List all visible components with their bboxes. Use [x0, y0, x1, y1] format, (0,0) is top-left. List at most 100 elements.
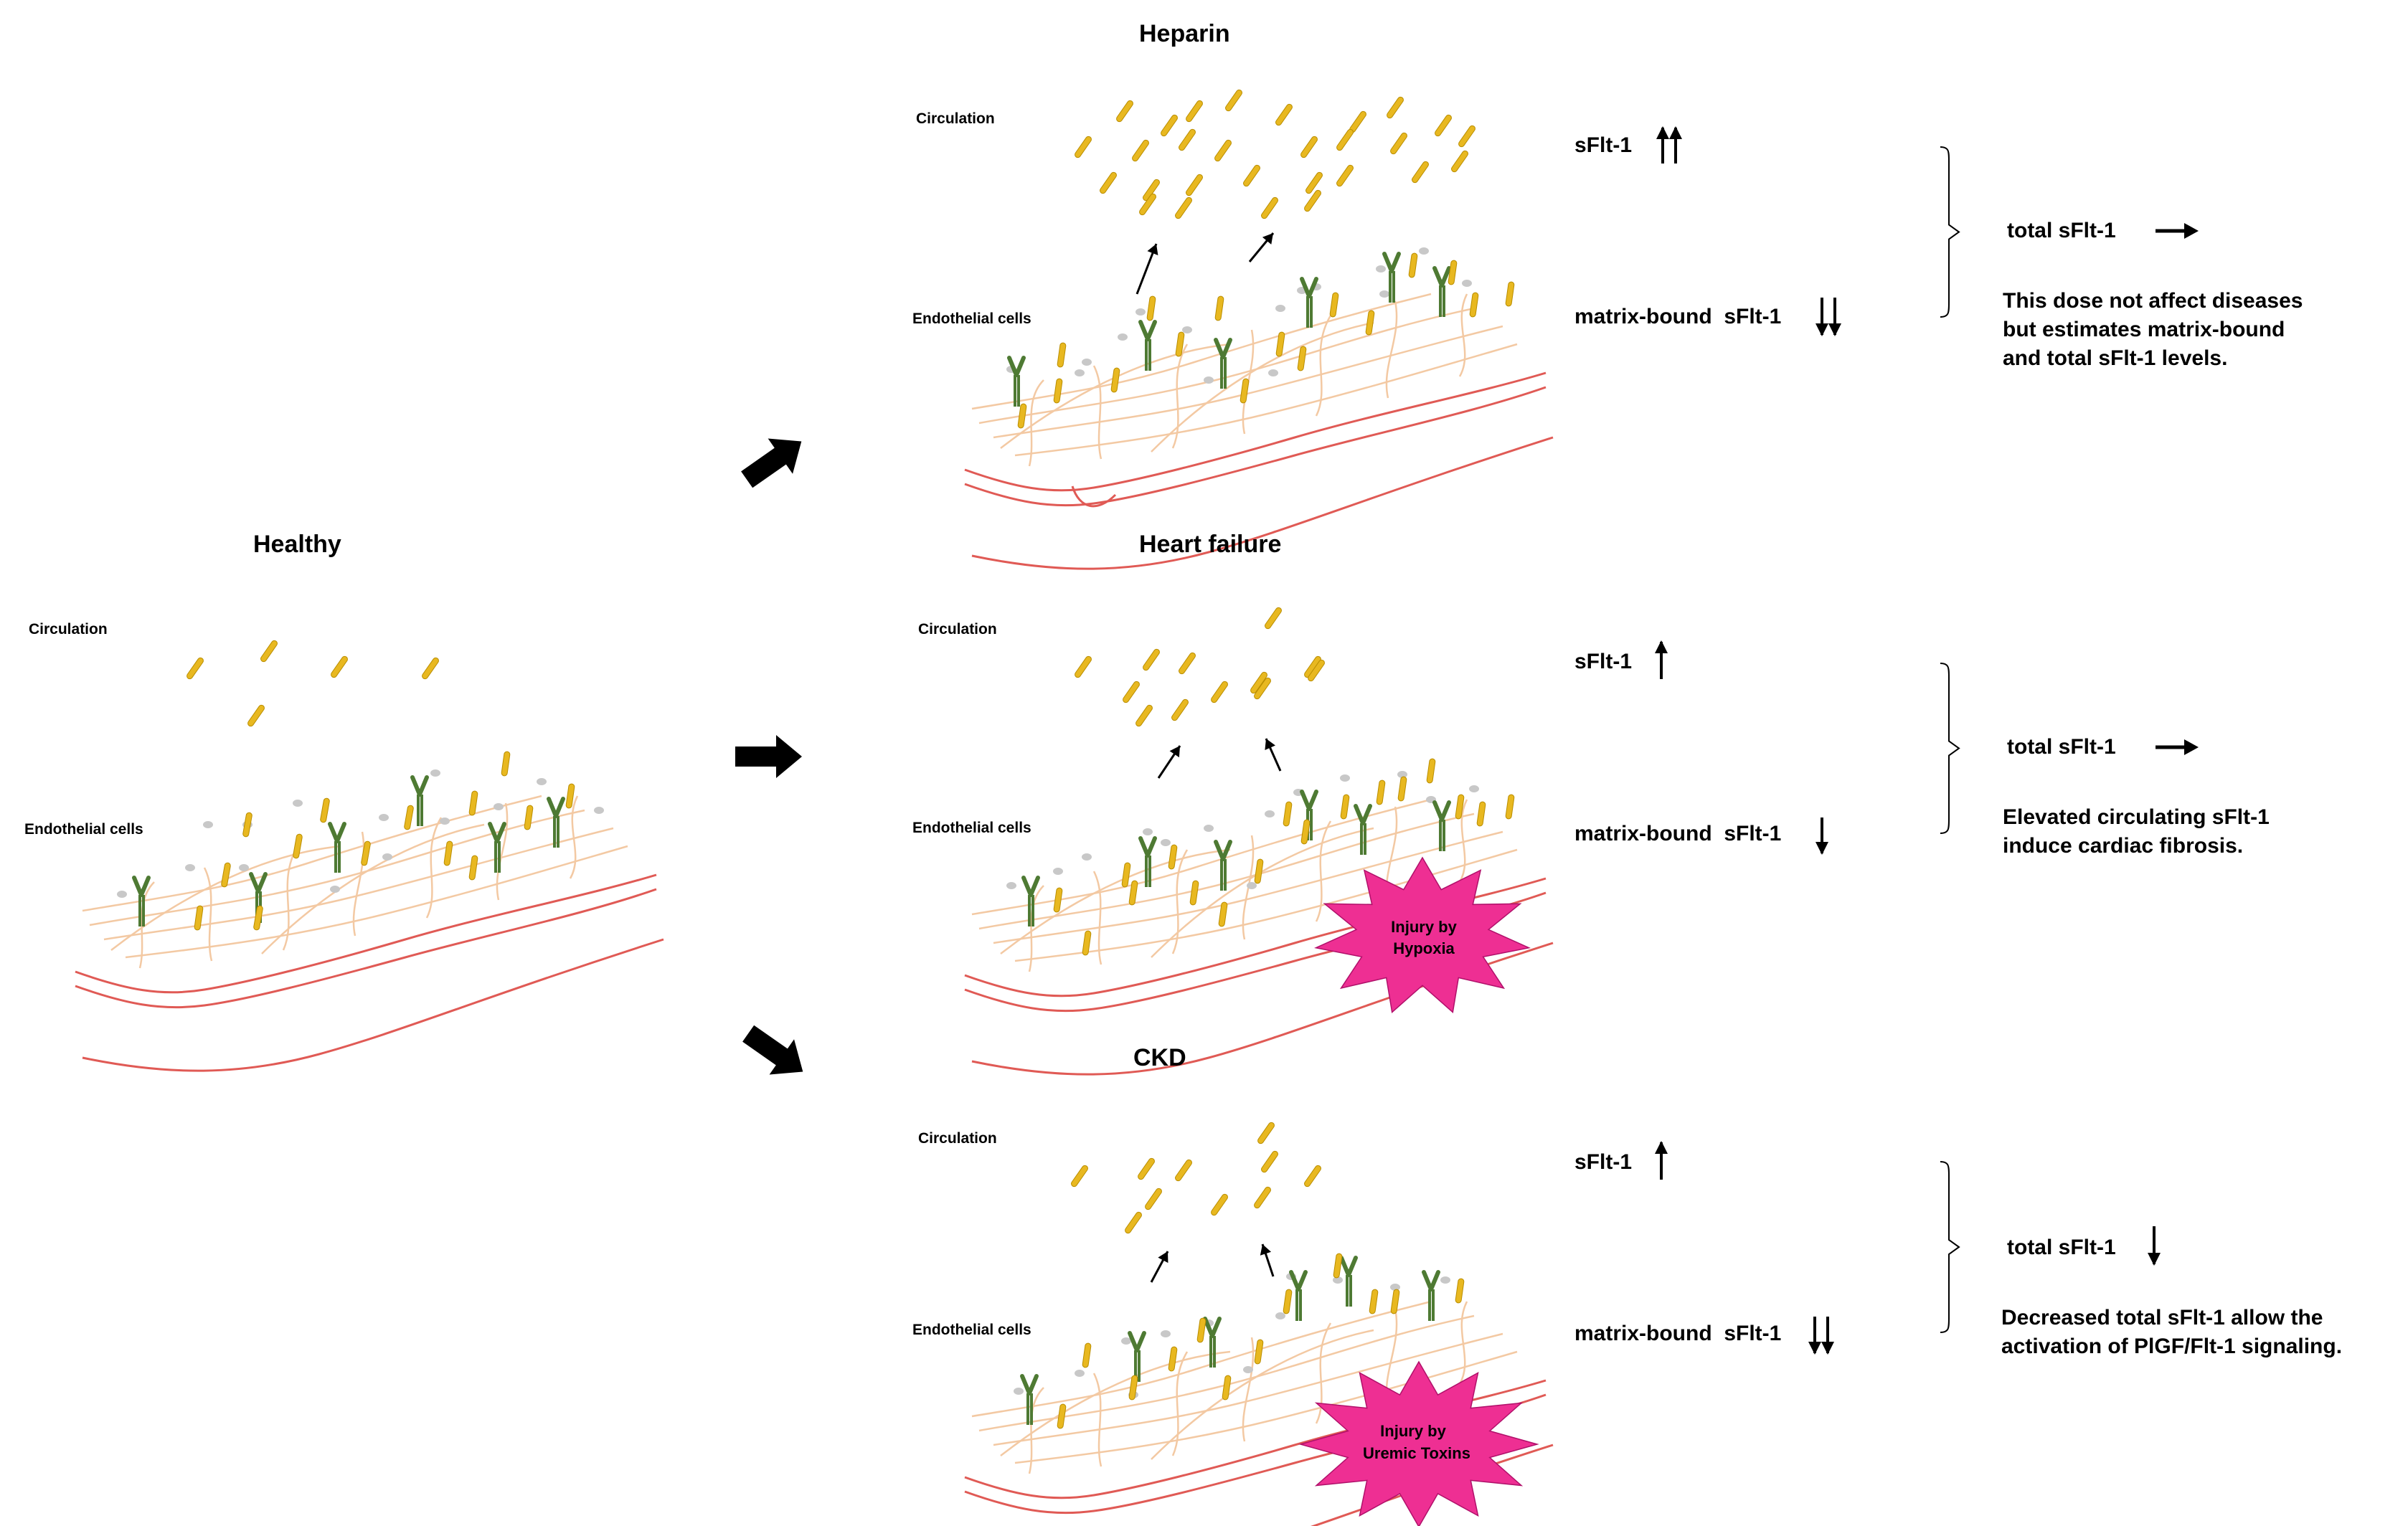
- heparin-note-line: and total sFlt-1 levels.: [2003, 346, 2228, 370]
- sflt1-body: [194, 905, 204, 931]
- sflt1-body: [524, 805, 534, 830]
- sflt1-molecule: [1132, 139, 1149, 162]
- sflt1-body: [1451, 150, 1468, 173]
- matrix-dot: [1204, 376, 1214, 384]
- flt1-receptor: [1432, 266, 1451, 317]
- sflt1-molecule: [1261, 196, 1278, 219]
- receptor-stem: [138, 895, 145, 926]
- sflt1-body: [1211, 1193, 1228, 1216]
- mesh-line: [352, 831, 365, 937]
- heparin-matrix-label: matrix-bound sFlt-1: [1574, 305, 1782, 328]
- sflt1-body: [331, 655, 348, 678]
- hypoxia-injury-label: Hypoxia: [1393, 939, 1455, 957]
- flt1-receptor: [410, 775, 429, 826]
- flt1-receptor: [1128, 1331, 1146, 1382]
- sflt1-molecule: [1308, 659, 1325, 682]
- sflt1-body: [1057, 342, 1067, 368]
- receptor-stem: [1145, 339, 1151, 371]
- sflt1-body: [1333, 1253, 1343, 1279]
- mesh-line: [1014, 343, 1518, 457]
- sflt1-body: [1254, 1339, 1264, 1365]
- sflt1-body: [1143, 648, 1160, 671]
- matrix-dot: [1121, 1337, 1131, 1345]
- sflt1-body: [1057, 1403, 1067, 1429]
- mesh-line: [993, 830, 1503, 944]
- flt1-receptor: [1339, 1256, 1358, 1307]
- sflt1-molecule: [1053, 378, 1063, 404]
- receptor-stem: [1209, 1336, 1216, 1368]
- flt1-receptor: [1382, 252, 1401, 303]
- sflt1-body: [1161, 114, 1178, 137]
- heart-failure-title: Heart failure: [1139, 531, 1282, 558]
- sflt1-molecule: [1435, 114, 1452, 137]
- sflt1-molecule: [1476, 801, 1486, 827]
- receptor-stem: [494, 841, 501, 873]
- mesh-line: [1315, 1322, 1332, 1424]
- sflt1-molecule: [1505, 794, 1515, 820]
- sflt1-molecule: [1329, 292, 1339, 318]
- heparin-matrix-down-1-head: [1816, 323, 1828, 336]
- sflt1-body: [1458, 125, 1476, 148]
- matrix-dot: [1333, 1276, 1343, 1284]
- matrix-dot: [1268, 369, 1278, 376]
- sflt1-body: [1110, 367, 1120, 393]
- ckd-sflt-up-head: [1655, 1141, 1668, 1154]
- matrix-dot: [1397, 771, 1407, 778]
- receptor-stem: [1389, 271, 1395, 303]
- sflt1-body: [422, 657, 439, 680]
- arrow-to-heparin: [741, 438, 802, 488]
- sflt1-body: [1179, 652, 1196, 675]
- heparin-sflt-up-2-head: [1669, 126, 1682, 139]
- sflt1-molecule: [422, 657, 439, 680]
- mesh-line: [1000, 848, 1231, 954]
- mesh-line: [103, 827, 614, 941]
- sflt1-molecule: [1116, 100, 1133, 123]
- sflt1-molecule: [186, 657, 204, 680]
- ckd-sflt-label: sFlt-1: [1574, 1150, 1633, 1174]
- matrix-dot: [1143, 828, 1153, 835]
- sflt1-molecule: [1254, 1339, 1264, 1365]
- ckd-total-label: total sFlt-1: [2007, 1236, 2116, 1259]
- sflt1-body: [1017, 403, 1027, 429]
- receptor-stem: [553, 816, 559, 848]
- mesh-line: [1151, 321, 1374, 452]
- sflt1-body: [1168, 844, 1178, 870]
- mesh-line: [1458, 799, 1468, 883]
- sflt1-molecule: [253, 905, 263, 931]
- release-arrow-head: [1147, 244, 1158, 255]
- sflt1-body: [1175, 196, 1192, 219]
- sflt1-body: [1275, 331, 1285, 357]
- flt1-receptor: [1300, 277, 1318, 328]
- flt1-receptor: [1007, 356, 1026, 407]
- mesh-line: [971, 293, 1432, 410]
- sflt1-body: [1214, 295, 1224, 321]
- sflt1-molecule: [1017, 403, 1027, 429]
- sflt1-molecule: [247, 704, 265, 727]
- sflt1-body: [1254, 858, 1264, 884]
- sflt1-body: [1075, 655, 1092, 678]
- heart-failure-circulation-label: Circulation: [918, 621, 997, 638]
- sflt1-body: [1075, 136, 1092, 158]
- mesh-line: [1315, 315, 1332, 417]
- release-arrow-head: [1260, 1244, 1272, 1256]
- matrix-dot: [1082, 359, 1092, 366]
- sflt1-molecule: [1082, 930, 1092, 956]
- sflt1-molecule: [1075, 655, 1092, 678]
- flt1-receptor: [1214, 338, 1232, 389]
- receptor-stem: [1145, 856, 1151, 887]
- mesh-line: [425, 817, 443, 919]
- release-arrow-head: [1262, 233, 1273, 245]
- ckd-title: CKD: [1133, 1044, 1186, 1071]
- heparin-total-label: total sFlt-1: [2007, 219, 2116, 242]
- receptor-arms: [328, 822, 346, 843]
- sflt1-molecule: [1426, 758, 1436, 784]
- flt1-receptor: [1422, 1270, 1440, 1321]
- sflt1-body: [1340, 794, 1350, 820]
- heparin-total-unchanged-head: [2184, 223, 2199, 239]
- heparin-sflt-up-2: [1669, 126, 1682, 164]
- sflt1-molecule: [501, 751, 511, 777]
- mesh-line: [1028, 1387, 1044, 1474]
- sflt1-body: [1300, 819, 1311, 845]
- receptor-arms: [1128, 1331, 1146, 1352]
- receptor-stem: [1439, 285, 1445, 317]
